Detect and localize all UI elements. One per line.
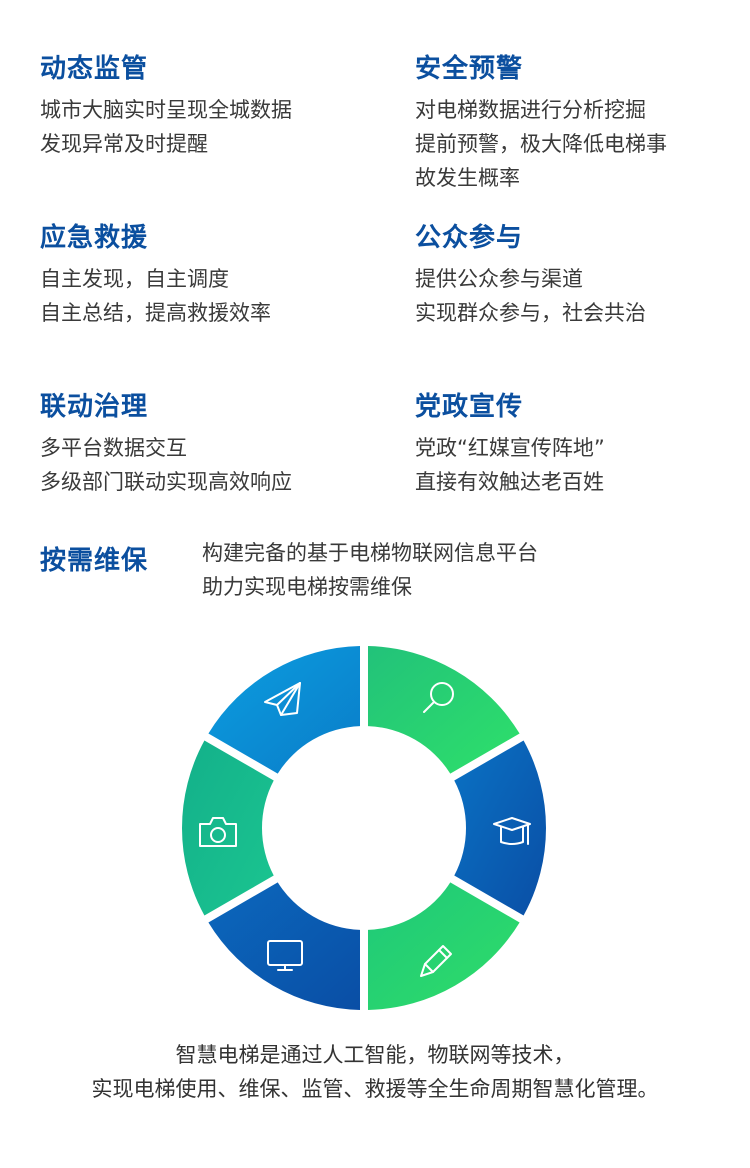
desc-line: 党政“红媒宣传阵地”	[415, 436, 605, 460]
desc-line: 多级部门联动实现高效响应	[40, 470, 292, 494]
desc-line: 城市大脑实时呈现全城数据	[40, 98, 292, 122]
desc-line: 多平台数据交互	[40, 436, 187, 460]
ring-segment-camera	[181, 740, 274, 916]
feature-desc-party-publicity: 党政“红媒宣传阵地” 直接有效触达老百姓	[415, 431, 605, 499]
feature-desc-public-participation: 提供公众参与渠道 实现群众参与，社会共治	[415, 262, 646, 330]
feature-title-public-participation: 公众参与	[415, 223, 524, 253]
feature-desc-dynamic-supervision: 城市大脑实时呈现全城数据 发现异常及时提醒	[40, 93, 292, 161]
paper-plane-icon	[264, 682, 301, 716]
caption-line: 实现电梯使用、维保、监管、救援等全生命周期智慧化管理。	[91, 1077, 659, 1101]
graduation-cap-icon	[493, 817, 531, 845]
desc-line: 助力实现电梯按需维保	[202, 575, 412, 599]
feature-desc-emergency-rescue: 自主发现，自主调度 自主总结，提高救援效率	[40, 262, 271, 330]
ring-segment-monitor	[208, 882, 361, 1010]
feature-desc-safety-warning: 对电梯数据进行分析挖掘 提前预警，极大降低电梯事 故发生概率	[415, 93, 667, 195]
desc-line: 实现群众参与，社会共治	[415, 301, 646, 325]
desc-line: 构建完备的基于电梯物联网信息平台	[202, 541, 538, 565]
feature-desc-on-demand-maintenance: 构建完备的基于电梯物联网信息平台 助力实现电梯按需维保	[202, 536, 538, 604]
summary-caption: 智慧电梯是通过人工智能，物联网等技术， 实现电梯使用、维保、监管、救援等全生命周…	[0, 1038, 750, 1106]
desc-line: 对电梯数据进行分析挖掘	[415, 98, 646, 122]
desc-line: 故发生概率	[415, 166, 520, 190]
feature-title-safety-warning: 安全预警	[415, 54, 524, 84]
feature-title-linked-governance: 联动治理	[40, 392, 149, 422]
feature-title-emergency-rescue: 应急救援	[40, 223, 149, 253]
desc-line: 发现异常及时提醒	[40, 132, 208, 156]
desc-line: 自主发现，自主调度	[40, 267, 229, 291]
camera-icon	[199, 817, 237, 847]
desc-line: 自主总结，提高救援效率	[40, 301, 271, 325]
feature-title-party-publicity: 党政宣传	[415, 392, 524, 422]
desc-line: 提供公众参与渠道	[415, 267, 583, 291]
feature-title-dynamic-supervision: 动态监管	[40, 54, 149, 84]
desc-line: 直接有效触达老百姓	[415, 470, 604, 494]
magnifier-icon	[423, 682, 454, 713]
desc-line: 提前预警，极大降低电梯事	[415, 132, 667, 156]
ring-segment-magnifier	[367, 646, 520, 774]
monitor-icon	[267, 940, 303, 971]
feature-title-on-demand-maintenance: 按需维保	[40, 546, 149, 576]
caption-line: 智慧电梯是通过人工智能，物联网等技术，	[175, 1043, 575, 1067]
pencil-icon	[420, 945, 452, 977]
feature-desc-linked-governance: 多平台数据交互 多级部门联动实现高效响应	[40, 431, 292, 499]
